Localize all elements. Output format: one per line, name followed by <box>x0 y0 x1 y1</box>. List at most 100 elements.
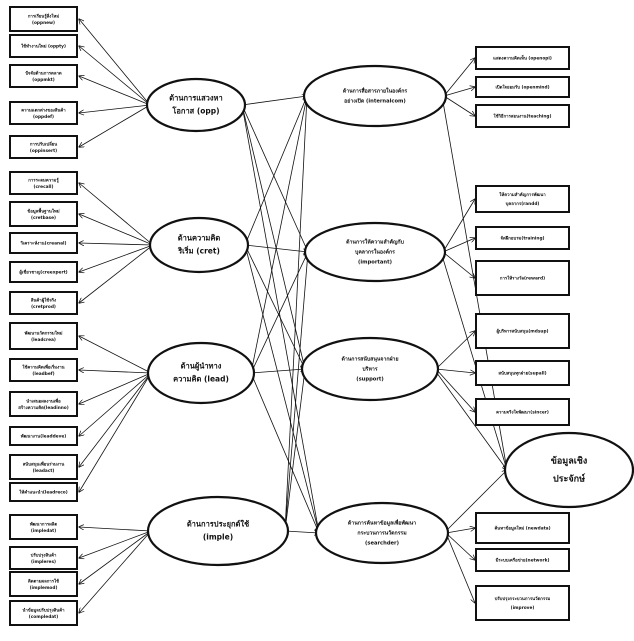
indicator-path <box>79 243 154 245</box>
indicator-box-oppdef: ความแตกต่างของสินค้า(oppdef) <box>9 101 78 125</box>
indicator-box-leadbef: ใช้ความคิดเพื่อเริ่มงาน(leadbef) <box>9 358 78 382</box>
indicator-box-openopi: แสดงความคิดเห็น (openopi) <box>475 46 570 70</box>
indicator-path <box>79 372 152 404</box>
indicator-label: (crecall) <box>34 184 54 190</box>
structural-path <box>241 96 307 106</box>
indicator-path <box>79 372 152 467</box>
indicator-label: ให้ความสำคัญการพัฒนา <box>499 191 546 198</box>
indicator-box-impleres: ปรับปรุงสินค้า(impleres) <box>9 546 78 570</box>
indicator-label: ความแตกต่างของสินค้า <box>21 106 66 113</box>
factor-label: ด้านการสนับสนุนจากฝ่าย <box>341 355 398 363</box>
indicator-path <box>443 95 475 116</box>
indicator-label: วิเคราะห์งาน(creanal) <box>20 240 67 247</box>
indicator-box-leadinno: นำเสนอผลงานเพื่อสร้างความคิด(leadinno) <box>9 391 78 417</box>
indicator-path <box>79 104 151 113</box>
indicator-box-network: มีระบบเครือข่าย(network) <box>475 548 570 572</box>
factor-label: ด้านผู้นำทาง <box>181 362 222 372</box>
indicator-label: ใช้ทำงานใหม่ (oppty) <box>21 43 66 50</box>
indicator-path <box>79 214 154 246</box>
indicator-label: พัฒนางาน(leaddeve) <box>21 434 67 440</box>
indicator-path <box>79 336 152 374</box>
indicator-label: (leadact) <box>33 468 55 474</box>
latent-factor-searchder: ด้านการค้นหาข้อมูลเพื่อพัฒนากระบวนการนวั… <box>314 501 450 565</box>
latent-factor-cret: ด้านความคิดริเริ่ม (cret) <box>148 216 250 274</box>
indicator-path <box>443 58 475 97</box>
indicator-label: การปรับเปลี่ยน <box>30 140 57 147</box>
indicator-box-oppinsert: การปรับเปลี่ยน(oppinsert) <box>9 135 78 159</box>
indicator-label: (cretbase) <box>31 215 56 221</box>
outcome-path <box>443 470 507 534</box>
indicator-label: (leadbef) <box>32 371 54 377</box>
indicator-label: ใช้วิธีการสอนงาน(teaching) <box>494 113 552 120</box>
structural-path <box>284 96 307 532</box>
indicator-path <box>79 527 152 532</box>
indicator-box-leadcrea: พัฒนานวัตกรรมใหม่(leadcrea) <box>9 322 78 350</box>
indicator-box-leaddeve: พัฒนางาน(leaddeve) <box>9 426 78 446</box>
indicator-label: นำข้อมูลปรับปรุงสินค้า <box>22 606 65 613</box>
indicator-label: ผู้เชี่ยวชาญ(creexpert) <box>19 269 67 276</box>
indicator-label: สร้างความคิด(leadinno) <box>18 404 69 411</box>
indicator-box-mdsup: ผู้บริหารสนับสนุน(mdsup) <box>475 313 570 349</box>
indicator-path <box>442 251 475 278</box>
indicator-box-cretbase: ข้อมูลพื้นฐานใหม่(cretbase) <box>9 201 78 227</box>
indicator-path <box>445 528 475 534</box>
indicator-label: ผู้บริหารสนับสนุน(mdsup) <box>496 328 548 335</box>
indicator-label: ปรับปรุงสินค้า <box>31 551 57 558</box>
indicator-box-reward: การให้รางวัล(reward) <box>475 260 570 296</box>
indicator-label: บุคลากร(randd) <box>506 201 540 207</box>
factor-label: ด้านความคิด <box>178 234 221 243</box>
indicator-label: ติดตามผลการใช้ <box>28 577 59 584</box>
outcome-label: ข้อมูลเชิง <box>551 456 588 467</box>
structural-path <box>250 252 308 374</box>
factor-label: โอกาส (opp) <box>171 106 219 116</box>
indicator-label: ข้อมูลพื้นฐานใหม่ <box>27 206 59 214</box>
indicator-label: ความจริงใจพัฒนา(sincer) <box>496 409 549 416</box>
factor-label: ด้านการสื่อสารภายในองค์กร <box>343 87 408 95</box>
indicator-path <box>435 331 475 370</box>
indicator-label: เปิดใจยอมรับ (openmind) <box>495 84 549 91</box>
indicator-path <box>79 19 151 106</box>
indicator-label: มีระบบเครือข่าย(network) <box>495 558 549 564</box>
indicator-path <box>79 46 151 106</box>
indicator-path <box>79 530 152 613</box>
indicator-box-sincer: ความจริงใจพัฒนา(sincer) <box>475 398 570 426</box>
indicator-label: ปัจจัยด้านการตลาด <box>25 69 62 76</box>
indicator-label: (impledat) <box>31 528 56 534</box>
factor-label: (support) <box>356 377 384 383</box>
factor-label: อย่างเปิด (internalcom) <box>344 98 406 105</box>
structural-path <box>244 244 305 369</box>
indicator-label: สนับสนุนเพื่อนร่วมงาน <box>23 460 65 467</box>
outcome-path <box>433 368 507 470</box>
indicator-path <box>79 370 152 374</box>
indicator-path <box>79 244 154 303</box>
indicator-label: สินค้าผู้ใช้จริง <box>30 296 56 303</box>
indicator-label: (oppinsert) <box>30 148 57 154</box>
indicator-label: (improve) <box>511 605 535 611</box>
factor-label: ความคิด (lead) <box>173 375 229 384</box>
indicator-label: ใช้ความคิดเพื่อเริ่มงาน <box>22 363 64 370</box>
indicator-box-creexpert: ผู้เชี่ยวชาญ(creexpert) <box>9 261 78 283</box>
factor-label: ด้านการประยุกต์ใช้ <box>187 520 249 529</box>
indicator-path <box>435 368 475 412</box>
indicator-label: จัดฝึกอบรม(training) <box>500 235 544 242</box>
indicator-label: ให้คำแนะนำ(leadreco) <box>19 489 67 496</box>
indicator-label: พัฒนาการผลิต <box>30 521 58 527</box>
outcome-label: ประจักษ์ <box>553 473 585 485</box>
factor-label: บุคลากรในองค์กร <box>355 249 395 256</box>
indicator-label: นำเสนอผลงานเพื่อ <box>26 397 61 404</box>
indicator-path <box>443 87 475 97</box>
indicator-path <box>79 104 151 147</box>
indicator-label: สนับสนุนทุกฝ่าย(supall) <box>498 370 546 377</box>
latent-factor-imple: ด้านการประยุกต์ใช้(imple) <box>146 495 290 567</box>
indicator-path <box>79 530 152 584</box>
indicator-path <box>79 244 154 272</box>
outcome-path <box>440 251 507 470</box>
indicator-path <box>442 199 475 253</box>
structural-path <box>244 244 319 533</box>
